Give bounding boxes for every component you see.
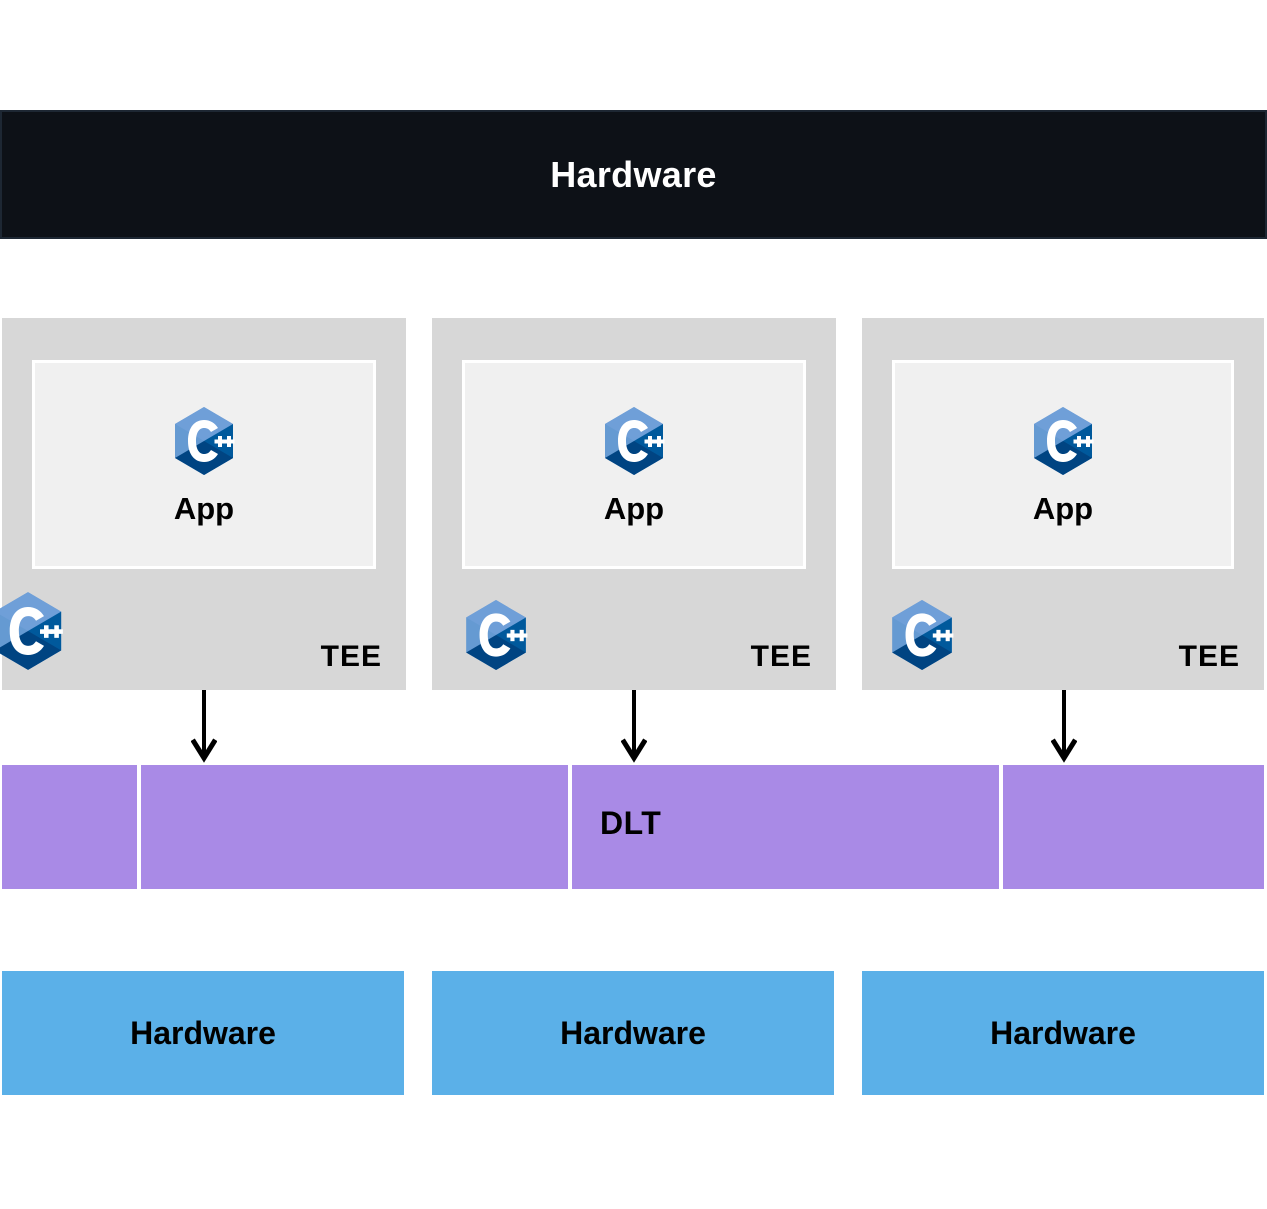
- arrow-down-icon: [1050, 690, 1078, 765]
- app-label-3: App: [1032, 490, 1094, 526]
- hardware-header-bar: Hardware: [0, 110, 1267, 239]
- hardware-node-label: Hardware: [130, 1015, 276, 1051]
- tee-label-1: TEE: [320, 640, 382, 673]
- hardware-node-2: Hardware: [432, 971, 834, 1095]
- cplusplus-logo-icon: [1032, 406, 1094, 481]
- app-box-3: App: [892, 360, 1234, 569]
- app-box-2: App: [462, 360, 806, 569]
- dlt-label: DLT: [600, 805, 662, 841]
- hardware-node-1: Hardware: [2, 971, 404, 1095]
- dlt-segment: [141, 765, 568, 889]
- dlt-band: DLT: [2, 765, 1264, 889]
- app-label-2: App: [603, 490, 665, 526]
- arrow-down-icon: [190, 690, 218, 765]
- dlt-segment: [1003, 765, 1264, 889]
- cplusplus-logo-icon: [890, 599, 954, 676]
- tee-enclave-3: App TEE: [862, 318, 1264, 690]
- hardware-node-3: Hardware: [862, 971, 1264, 1095]
- arrow-down-icon: [620, 690, 648, 765]
- app-box-1: App: [32, 360, 376, 569]
- hardware-node-label: Hardware: [990, 1015, 1136, 1051]
- hardware-node-label: Hardware: [560, 1015, 706, 1051]
- cplusplus-logo-icon: [0, 591, 64, 676]
- cplusplus-logo-icon: [464, 599, 528, 676]
- dlt-segment: [572, 765, 999, 889]
- app-label-1: App: [173, 490, 235, 526]
- cplusplus-logo-icon: [173, 406, 235, 481]
- dlt-segment: [2, 765, 137, 889]
- tee-enclave-2: App TEE: [432, 318, 836, 690]
- tee-label-3: TEE: [1178, 640, 1240, 673]
- tee-enclave-1: App TEE: [0, 318, 406, 690]
- tee-label-2: TEE: [750, 640, 812, 673]
- hardware-header-label: Hardware: [550, 153, 717, 195]
- cplusplus-logo-icon: [603, 406, 665, 481]
